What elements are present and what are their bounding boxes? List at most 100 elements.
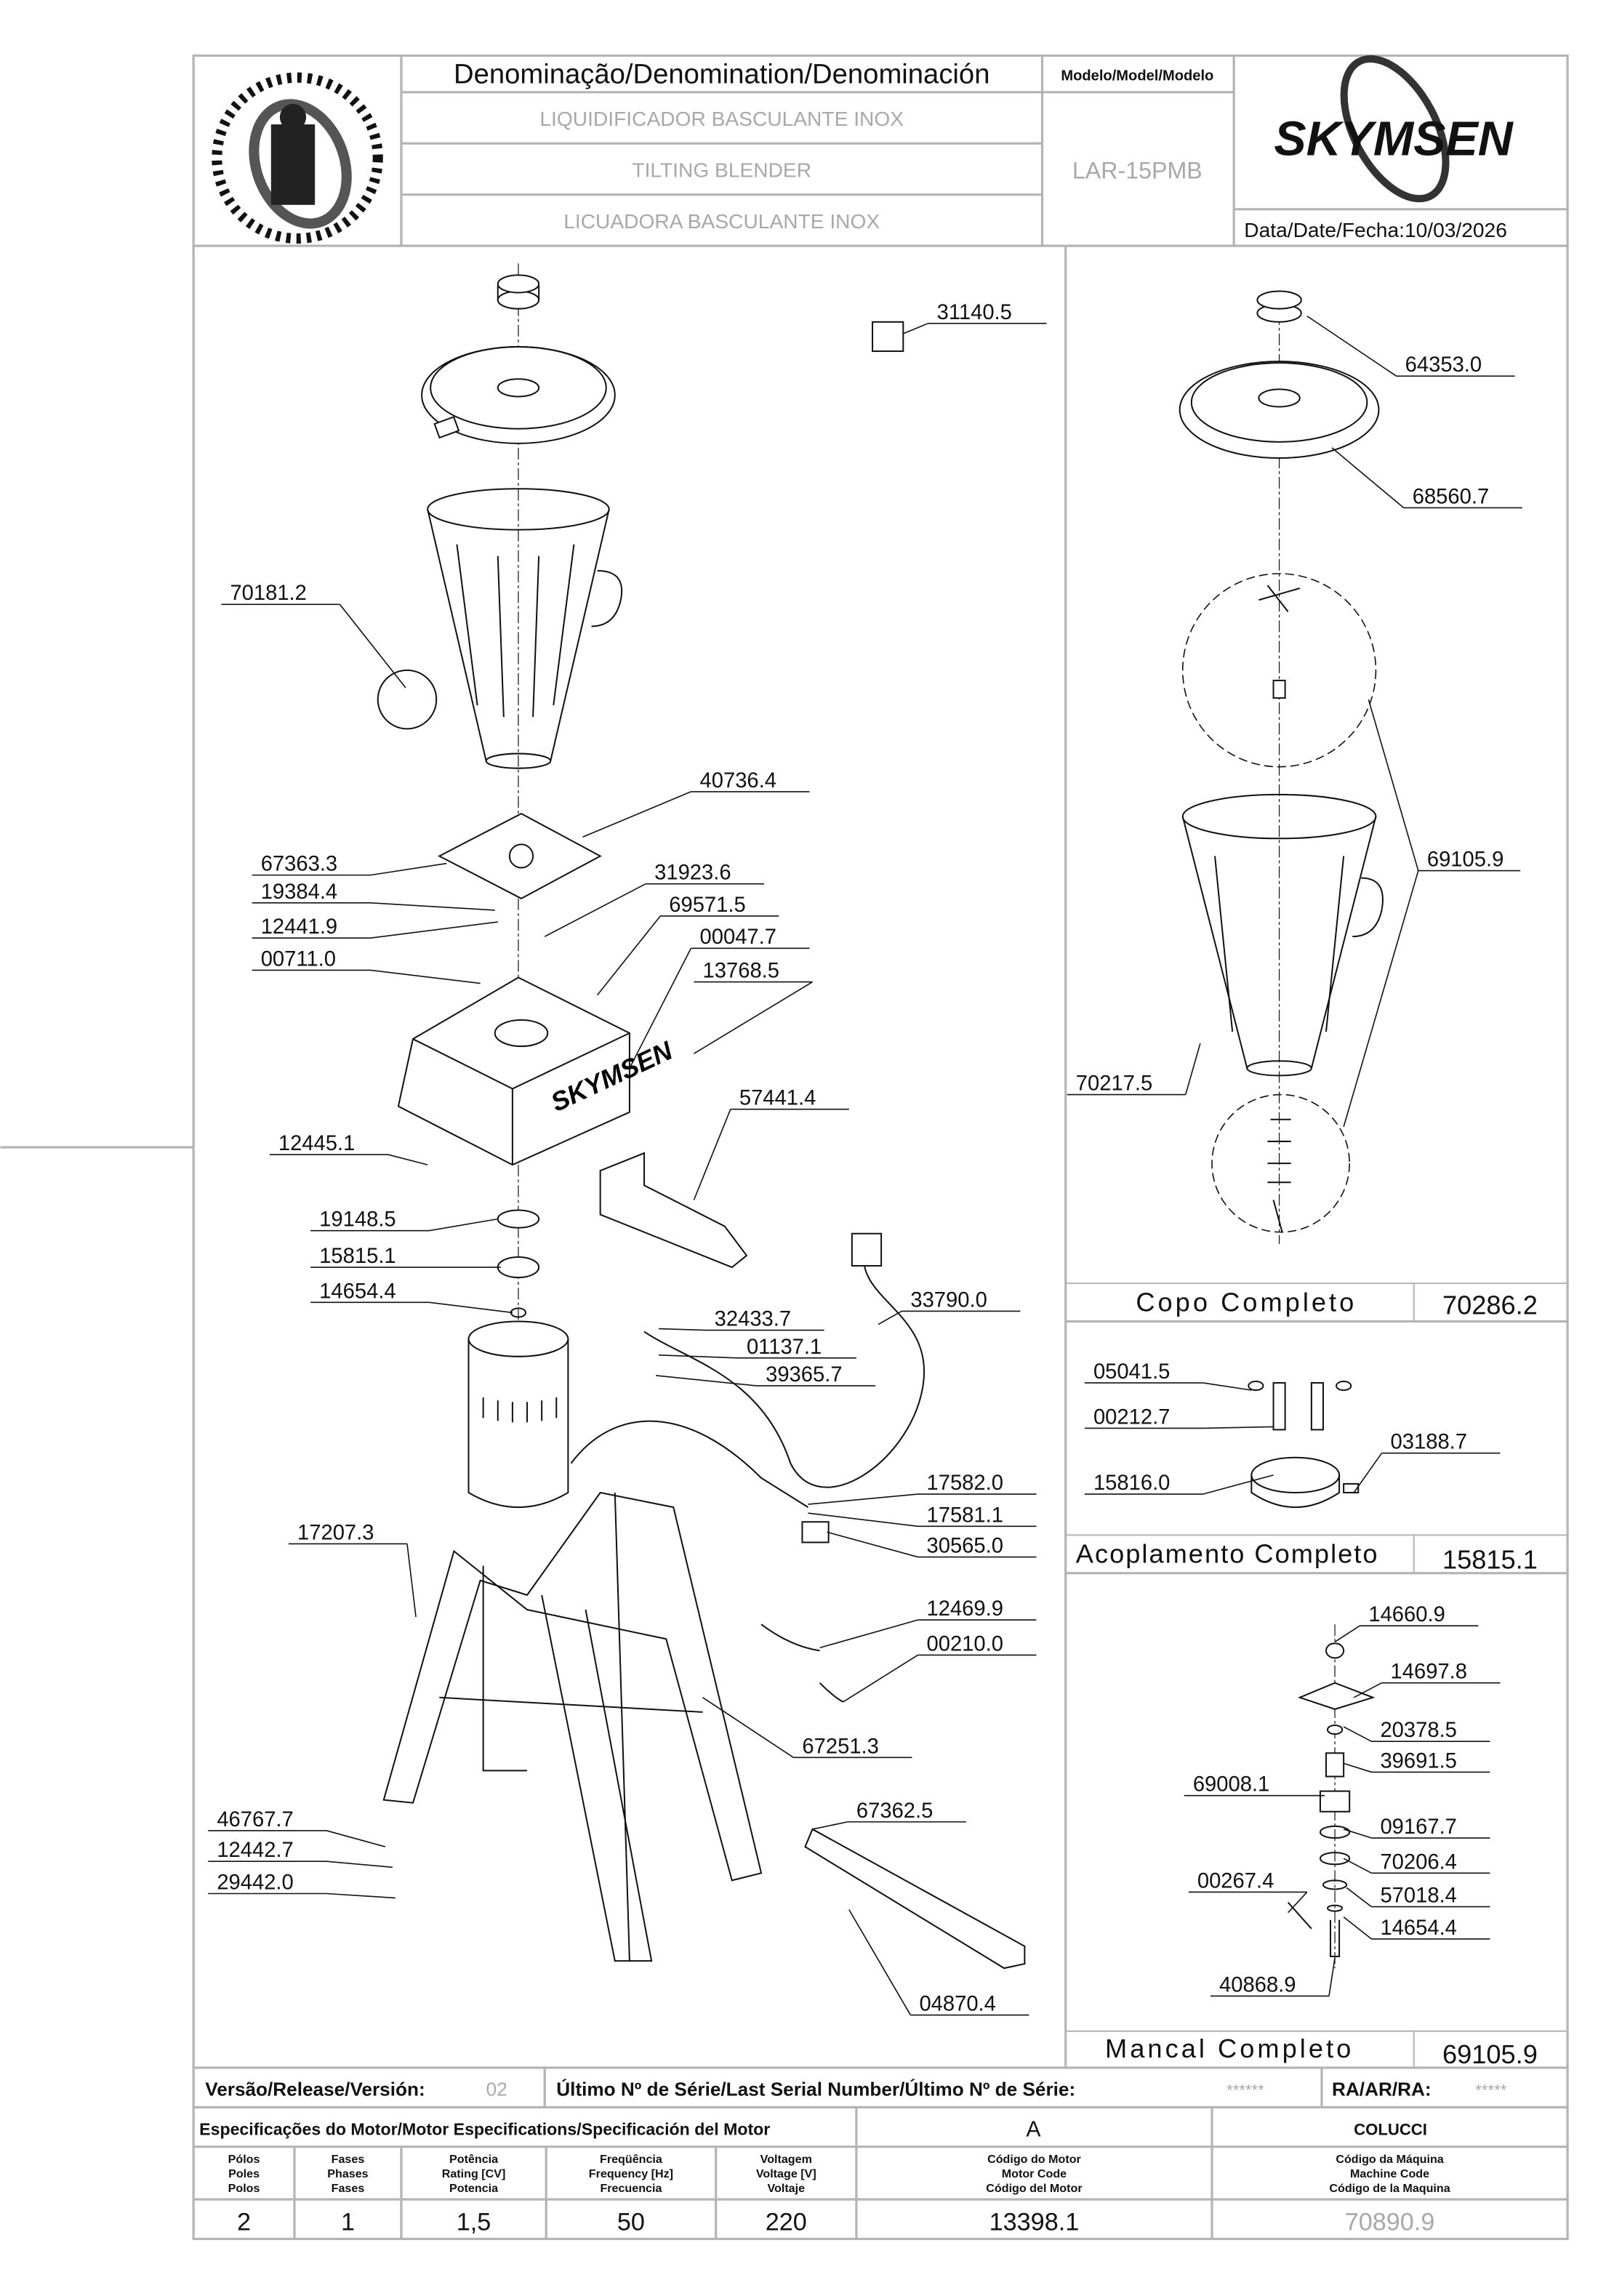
part-callout: 00711.0 xyxy=(252,947,481,984)
part-number: 12469.9 xyxy=(927,1597,1003,1621)
motor-column-header: Potência xyxy=(449,2153,499,2166)
motor-column-header: Frecuencia xyxy=(600,2182,662,2195)
part-callout: 39365.7 xyxy=(656,1363,876,1386)
motor-column-header: Código de la Maquina xyxy=(1329,2182,1450,2195)
assembly-code: 69105.9 xyxy=(1442,2039,1538,2069)
leader-line xyxy=(878,1310,1021,1325)
part-callout: 14697.8 xyxy=(1353,1661,1501,1698)
part-number: 14660.9 xyxy=(1368,1603,1445,1626)
leader-line xyxy=(827,1531,1037,1558)
leader-line xyxy=(208,1892,396,1899)
model-label: Modelo/Model/Modelo xyxy=(1061,68,1213,84)
motor-type: A xyxy=(1026,2118,1041,2142)
name-pt: LIQUIDIFICADOR BASCULANTE INOX xyxy=(539,107,904,130)
part-number: 19384.4 xyxy=(261,880,337,904)
assembly-acoplamento: Acoplamento Completo 15815.1 xyxy=(1065,1534,1568,1575)
part-number: 68560.7 xyxy=(1413,485,1489,508)
date-label: Data/Date/Fecha:10/03/2026 xyxy=(1244,218,1507,241)
part-number: 31923.6 xyxy=(654,862,731,885)
assembly-code: 70286.2 xyxy=(1442,1290,1538,1320)
leader-line xyxy=(208,1830,386,1847)
leader-line xyxy=(288,1543,417,1618)
name-en: TILTING BLENDER xyxy=(632,158,811,182)
leader-line xyxy=(659,1328,824,1331)
leader-line xyxy=(252,969,481,984)
assembly-name: Mancal Completo xyxy=(1105,2034,1354,2063)
motor-column-header: Voltagem xyxy=(760,2153,812,2166)
motor-column-header: Potencia xyxy=(449,2182,499,2195)
part-callout: 69105.9 xyxy=(1368,699,1521,872)
part-number: 19148.5 xyxy=(319,1208,396,1232)
motor-spec-title: Especificações do Motor/Motor Especifica… xyxy=(199,2120,770,2139)
sheet-frame xyxy=(0,54,1569,2241)
motor-value: 1 xyxy=(341,2208,355,2236)
serial-label: Último Nº de Série/Last Serial Number/Úl… xyxy=(556,2078,1075,2100)
assembly-mancal: Mancal Completo 69105.9 xyxy=(1065,2030,1568,2069)
part-number: 14654.4 xyxy=(1380,1916,1456,1940)
part-number: 57018.4 xyxy=(1380,1884,1456,1908)
leader-line xyxy=(1084,1474,1274,1495)
motor-column-header: Código da Máquina xyxy=(1336,2153,1444,2166)
part-number: 46767.7 xyxy=(217,1808,293,1831)
part-callout: 29442.0 xyxy=(208,1871,396,1899)
leader-line xyxy=(310,1301,513,1314)
leader-line xyxy=(1343,870,1419,1128)
leader-line xyxy=(702,1697,912,1759)
part-number: 20378.5 xyxy=(1380,1719,1456,1742)
part-number: 17582.0 xyxy=(927,1472,1003,1495)
part-number: 00047.7 xyxy=(700,926,776,949)
part-number: 39691.5 xyxy=(1380,1749,1456,1773)
leader-line xyxy=(310,1218,498,1232)
motor-value: 70890.9 xyxy=(1345,2208,1435,2236)
part-number: 14697.8 xyxy=(1391,1661,1467,1684)
leader-line xyxy=(252,902,495,911)
part-number: 69008.1 xyxy=(1193,1773,1269,1797)
leader-line xyxy=(843,1654,1037,1703)
seal-logo xyxy=(212,72,383,244)
leader-line xyxy=(597,915,779,996)
motor-column-header: Código del Motor xyxy=(986,2182,1083,2195)
part-callout: 70181.2 xyxy=(221,582,406,689)
part-number: 30565.0 xyxy=(927,1535,1003,1558)
part-number: 69571.5 xyxy=(669,894,745,917)
leader-line xyxy=(629,947,810,1069)
leader-line xyxy=(1331,447,1522,509)
part-callout: 64353.0 xyxy=(1306,316,1515,377)
part-callout: 68560.7 xyxy=(1331,447,1522,509)
serial-value: ****** xyxy=(1226,2081,1264,2099)
leader-line xyxy=(221,603,406,689)
part-number: 14654.4 xyxy=(319,1280,396,1303)
part-callout: 70217.5 xyxy=(1067,1043,1201,1096)
motor-value: 220 xyxy=(766,2208,807,2236)
leader-line xyxy=(1084,1426,1274,1429)
part-number: 31140.5 xyxy=(937,301,1012,324)
leader-line xyxy=(252,862,447,876)
leader-line xyxy=(1343,1858,1490,1874)
part-number: 32433.7 xyxy=(715,1308,791,1331)
motor-value: 1,5 xyxy=(457,2208,491,2236)
leader-line xyxy=(1353,1452,1501,1493)
leader-line xyxy=(1368,699,1521,872)
part-callout: 31923.6 xyxy=(544,862,765,937)
leader-line xyxy=(1067,1043,1201,1096)
name-es: LICUADORA BASCULANTE INOX xyxy=(563,209,880,233)
leader-line xyxy=(544,883,765,937)
part-callout: 46767.7 xyxy=(208,1808,386,1847)
motor-value: 2 xyxy=(237,2208,251,2236)
part-callout: 69571.5 xyxy=(597,894,779,996)
part-number: 12445.1 xyxy=(278,1132,355,1155)
motor-spec-table: PólosPolesPolos2FasesPhasesFases1Potênci… xyxy=(228,2153,1451,2236)
part-number: 12442.7 xyxy=(217,1839,293,1862)
part-number: 09167.7 xyxy=(1380,1815,1456,1839)
part-callout: 14660.9 xyxy=(1334,1603,1479,1642)
leader-line xyxy=(819,1619,1037,1649)
blender-exploded-view: SKYMSEN xyxy=(377,263,1026,1970)
motor-column-header: Fases xyxy=(332,2182,365,2195)
part-callout: 40868.9 xyxy=(1210,1957,1336,1996)
motor-column-header: Motor Code xyxy=(1002,2167,1067,2180)
motor-column-header: Código do Motor xyxy=(987,2153,1081,2166)
leader-line xyxy=(582,791,810,838)
part-number: 17207.3 xyxy=(297,1521,374,1544)
part-number: 69105.9 xyxy=(1427,848,1503,872)
leader-line xyxy=(808,1512,1037,1528)
